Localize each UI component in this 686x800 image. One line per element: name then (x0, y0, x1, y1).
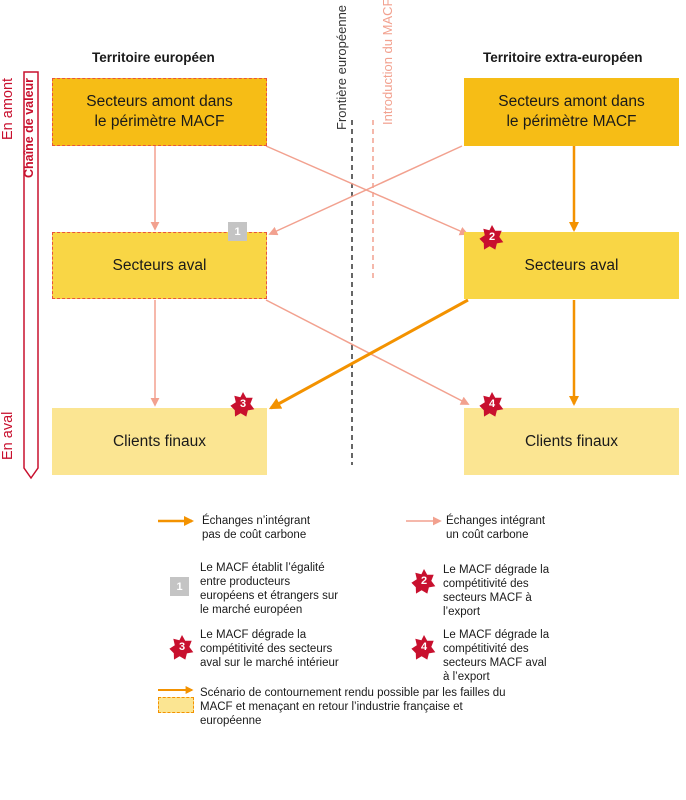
marker-4-number: 4 (488, 398, 496, 410)
intro-macf-label: Introduction du MACF (380, 0, 395, 125)
legend-3-text: Le MACF dégrade la compétitivité des sec… (200, 629, 339, 669)
eu-upstream-label: Secteurs amont dans le périmètre MACF (86, 93, 233, 130)
ext-clients-label: Clients finaux (524, 432, 619, 450)
star-icon (411, 569, 436, 594)
star-icon (411, 635, 436, 660)
marker-2-star: 2 (479, 224, 505, 250)
legend-marker-4-star: 4 (411, 634, 437, 660)
value-chain-axis (23, 71, 39, 480)
marker-3-star: 3 (230, 391, 256, 417)
star-icon (230, 392, 255, 417)
marker-4-star: 4 (479, 391, 505, 417)
marker-3-number: 3 (239, 398, 247, 410)
legend-with-carbon-text: Échanges intégrant un coût carbone (446, 515, 546, 541)
arrow-ext-up-to-eu-down (268, 145, 463, 236)
legend-marker-3-number: 3 (178, 641, 186, 653)
star-icon (479, 225, 504, 250)
marker-2-number: 2 (488, 231, 496, 243)
eu-downstream-box: Secteurs aval (52, 232, 267, 299)
legend-marker-2-star: 2 (411, 568, 437, 594)
ext-downstream-box: Secteurs aval (464, 232, 679, 299)
eu-downstream-label: Secteurs aval (112, 256, 207, 274)
legend-4-text: Le MACF dégrade la compétitivité des sec… (443, 629, 550, 683)
eu-clients-label: Clients finaux (112, 432, 207, 450)
axis-bottom-label: En aval (0, 411, 16, 460)
legend-1-text: Le MACF établit l’égalité entre producte… (200, 562, 339, 616)
legend-scenario-text: Scénario de contournement rendu possible… (200, 687, 506, 727)
title-european-territory: Territoire européen (92, 50, 215, 65)
legend-scenario-swatch (158, 697, 194, 713)
star-icon (169, 635, 194, 660)
eu-clients-box: Clients finaux (52, 408, 267, 475)
legend-marker-3-star: 3 (169, 634, 195, 660)
axis-chain-label: Chaîne de valeur (22, 77, 36, 178)
ext-clients-box: Clients finaux (464, 408, 679, 475)
star-icon (479, 392, 504, 417)
ext-upstream-label: Secteurs amont dans le périmètre MACF (498, 93, 645, 130)
legend-marker-1-square: 1 (170, 577, 189, 596)
ext-upstream-box: Secteurs amont dans le périmètre MACF (464, 78, 679, 146)
title-extra-european-territory: Territoire extra-européen (483, 50, 643, 65)
marker-1-square: 1 (228, 222, 247, 241)
arrow-eu-down-to-ext-clients (265, 299, 470, 405)
eu-upstream-box: Secteurs amont dans le périmètre MACF (52, 78, 267, 146)
ext-downstream-label: Secteurs aval (524, 256, 619, 274)
legend-no-carbon-text: Échanges n’intégrant pas de coût carbone (202, 515, 311, 541)
axis-top-label: En amont (0, 77, 16, 140)
legend-2-text: Le MACF dégrade la compétitivité des sec… (443, 564, 550, 618)
legend-marker-2-number: 2 (420, 575, 428, 587)
arrow-ext-down-to-eu-clients (268, 298, 469, 410)
frontier-label: Frontière européenne (334, 4, 349, 130)
legend-marker-4-number: 4 (420, 641, 428, 653)
